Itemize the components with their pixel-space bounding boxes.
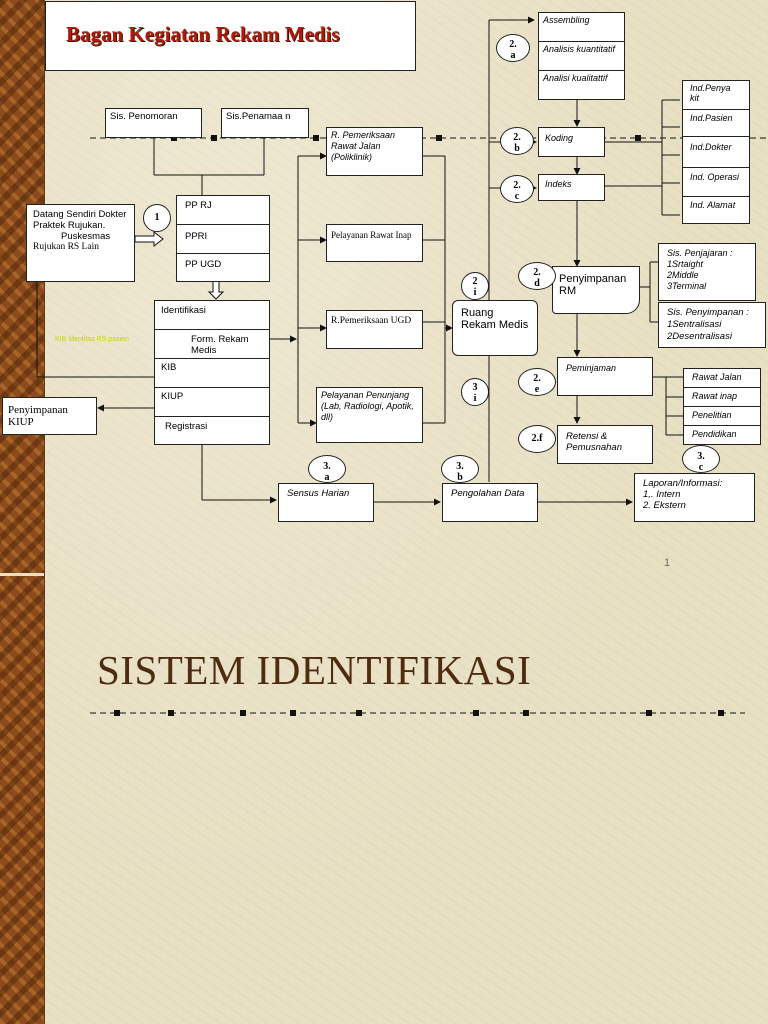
step-circle-3b: 3. b: [441, 455, 479, 483]
page-number: 1: [664, 557, 671, 569]
assembling-box: Assembling: [538, 12, 625, 42]
step-circle-3i: 3 i: [461, 378, 489, 406]
r-pemeriksaan-rawat-jalan-box: R. Pemeriksaan Rawat Jalan (Poliklinik): [326, 127, 423, 176]
datang-sendiri-text: Datang Sendiri Dokter Praktek Rujukan.: [33, 209, 127, 231]
decorative-side-strip: [0, 0, 44, 1024]
diagram-title: Bagan Kegiatan Rekam Medis: [66, 22, 340, 46]
sis-penjajaran-item: 1Srtaight: [667, 259, 704, 269]
step-circle-2d: 2. d: [518, 262, 556, 290]
rujukan-rs-text: Rujukan RS Lain: [33, 242, 99, 252]
section-heading: SISTEM IDENTIFIKASI: [97, 647, 532, 693]
form-rekam-medis-box: Form. Rekam Medis: [154, 329, 270, 359]
pendidikan-box: Pendidikan: [683, 425, 761, 445]
laporan-ekstern: 2. Ekstern: [643, 500, 686, 511]
retensi-pemusnahan-box: Retensi & Pemusnahan: [557, 425, 653, 464]
step-circle-2i: 2 i: [461, 272, 489, 300]
pelayanan-rawat-inap-box: Pelayanan Rawat Inap: [326, 224, 423, 262]
sis-penyimpanan-box: Sis. Penyimpanan : 1Sentralisasi 2Desent…: [658, 302, 766, 348]
ind-pasien-box: Ind.Pasien: [682, 109, 750, 137]
penelitian-box: Penelitian: [683, 406, 761, 426]
laporan-title: Laporan/Informasi:: [643, 478, 723, 489]
ind-penyakit-box: Ind.Penya kit: [682, 80, 750, 110]
peminjaman-box: Peminjaman: [557, 357, 653, 396]
strip-divider: [0, 573, 44, 576]
analisi-kualitatif-box: Analisi kualitattif: [538, 70, 625, 100]
title-box: Bagan Kegiatan Rekam Medis: [45, 1, 416, 71]
ind-alamat-box: Ind. Alamat: [682, 196, 750, 224]
rawat-jalan-box: Rawat Jalan: [683, 368, 761, 388]
laporan-informasi-box: Laporan/Informasi: 1,. Intern 2. Ekstern: [634, 473, 755, 522]
step-circle-2a: 2. a: [496, 34, 530, 62]
ind-operasi-box: Ind. Operasi: [682, 167, 750, 197]
sis-penyimpanan-title: Sis. Penyimpanan :: [667, 307, 749, 318]
sis-penomoran-box: Sis. Penomoran: [105, 108, 202, 138]
step-circle-2f: 2.f: [518, 425, 556, 453]
kiup-box: KIUP: [154, 387, 270, 417]
sis-penjajaran-box: Sis. Penjajaran : 1Srtaight 2Middle 3Ter…: [658, 243, 756, 301]
penyimpanan-kiup-box: Penyimpanan KIUP: [2, 397, 97, 435]
step-circle-1: 1: [143, 204, 171, 232]
registrasi-box: Registrasi: [154, 416, 270, 445]
puskesmas-text: Puskesmas: [61, 231, 111, 242]
koding-box: Koding: [538, 127, 605, 157]
sis-penjajaran-title: Sis. Penjajaran :: [667, 248, 733, 258]
sis-penjajaran-item: 2Middle: [667, 270, 699, 280]
rawat-inap-box: Rawat inap: [683, 387, 761, 407]
sis-penamaan-box: Sis.Penamaa n: [221, 108, 309, 138]
step-circle-3c: 3. c: [682, 445, 720, 473]
strip-edge-line: [44, 0, 45, 1024]
step-circle-2b: 2. b: [500, 127, 534, 155]
sis-penjajaran-item: 3Terminal: [667, 281, 707, 291]
ind-dokter-box: Ind.Dokter: [682, 136, 750, 168]
kib-box: KIB: [154, 358, 270, 388]
pp-rj-box: PP RJ: [176, 195, 270, 225]
ruang-rekam-medis-box: Ruang Rekam Medis: [452, 300, 538, 356]
ppri-box: PPRI: [176, 224, 270, 254]
indeks-box: Indeks: [538, 174, 605, 201]
datang-sendiri-box: Datang Sendiri Dokter Praktek Rujukan. P…: [26, 204, 135, 282]
step-circle-2e: 2. e: [518, 368, 556, 396]
pp-ugd-box: PP UGD: [176, 253, 270, 282]
step-circle-2c: 2. c: [500, 175, 534, 203]
faint-note: KIB Identitas RS pasien: [55, 336, 129, 343]
laporan-intern: 1,. Intern: [643, 489, 681, 500]
identifikasi-box: Identifikasi: [154, 300, 270, 330]
analisis-kuantitatif-box: Analisis kuantitatif: [538, 41, 625, 71]
r-pemeriksaan-ugd-box: R.Pemeriksaan UGD: [326, 310, 423, 349]
pengolahan-data-box: Pengolahan Data: [442, 483, 538, 522]
penyimpanan-rm-box: Penyimpanan RM: [552, 266, 640, 314]
pelayanan-penunjang-box: Pelayanan Penunjang (Lab, Radiologi, Apo…: [316, 387, 423, 443]
sis-penyimpanan-item: 1Sentralisasi: [667, 319, 722, 330]
sensus-harian-box: Sensus Harian: [278, 483, 374, 522]
sis-penyimpanan-item: 2Desentralisasi: [667, 331, 732, 342]
step-circle-3a: 3. a: [308, 455, 346, 483]
